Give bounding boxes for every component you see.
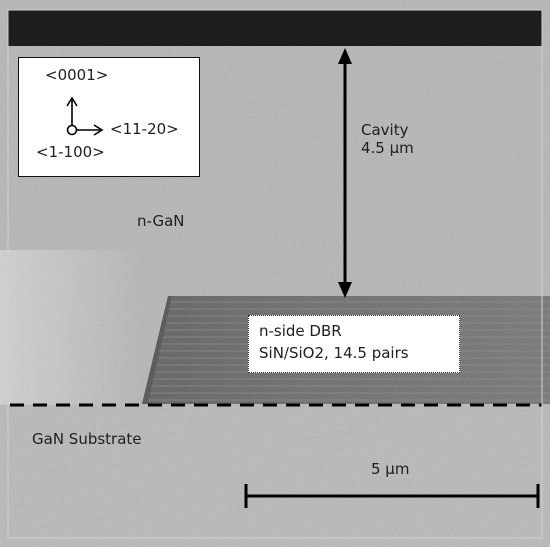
dbr-label-box: n-side DBR SiN/SiO2, 14.5 pairs	[248, 315, 460, 373]
scale-bar-label: 5 µm	[371, 460, 410, 478]
dbr-label-line1: n-side DBR	[259, 322, 342, 340]
axis-arrows-icon	[66, 96, 104, 136]
cavity-thickness: 4.5 µm	[361, 139, 414, 157]
dbr-label-line2: SiN/SiO2, 14.5 pairs	[259, 344, 409, 362]
cavity-double-arrow	[338, 48, 352, 298]
top-dark-layer	[8, 10, 542, 46]
axis-label-1-100: <1-100>	[36, 143, 105, 161]
cavity-label-line1: Cavity	[361, 121, 409, 139]
n-gan-label: n-GaN	[137, 212, 185, 230]
scale-bar	[244, 484, 540, 508]
cavity-label: Cavity 4.5 µm	[361, 121, 414, 157]
orientation-legend: <0001> <11-20> <1-100>	[18, 57, 200, 177]
axis-label-0001: <0001>	[45, 66, 109, 84]
axis-label-11-20: <11-20>	[110, 120, 179, 138]
gan-substrate-label: GaN Substrate	[32, 430, 142, 448]
